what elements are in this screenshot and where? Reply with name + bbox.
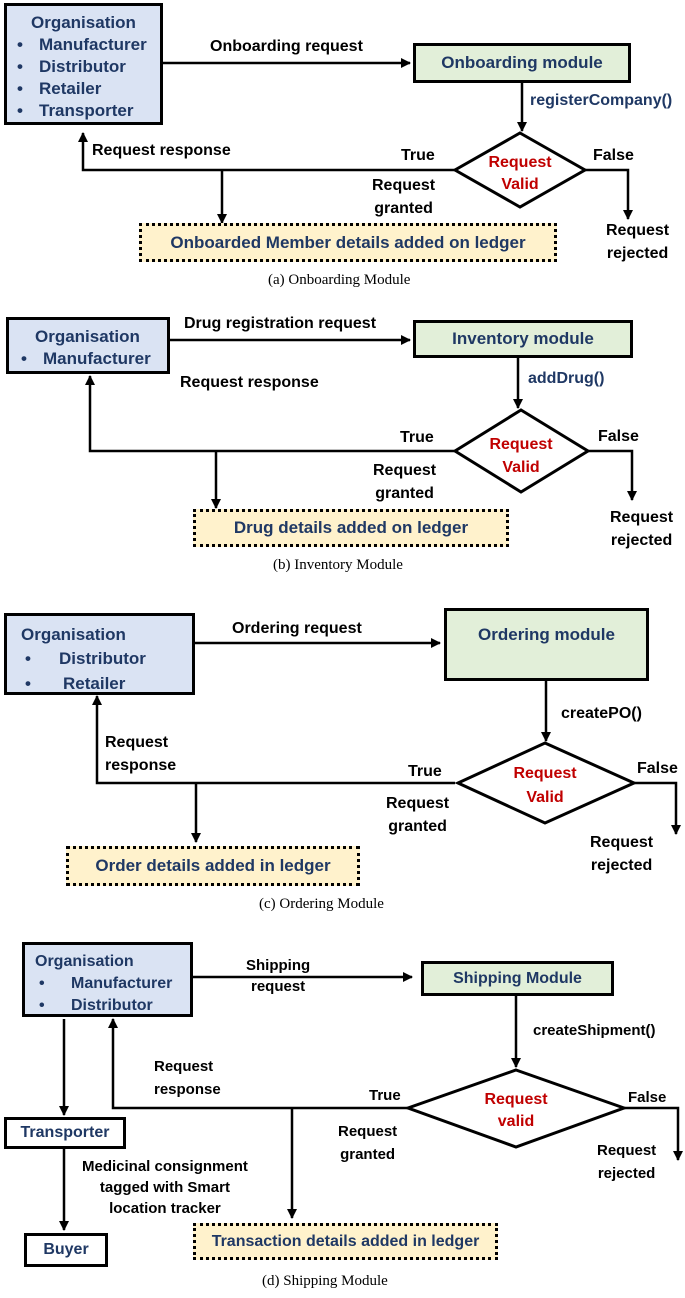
true-label: True bbox=[369, 1087, 401, 1104]
organisation-title: Organisation bbox=[21, 625, 126, 644]
org-item: •Manufacturer bbox=[21, 349, 151, 368]
function-label: createPO() bbox=[561, 705, 642, 722]
org-item: •Transporter bbox=[17, 101, 134, 120]
org-item: •Distributor bbox=[39, 997, 153, 1014]
decision-diamond bbox=[451, 131, 589, 209]
panel-a-connectors: Request Valid bbox=[78, 58, 633, 224]
ledger-box: Onboarded Member details added on ledger bbox=[139, 223, 557, 262]
ledger-box: Drug details added on ledger bbox=[193, 509, 509, 547]
caption: (a) Onboarding Module bbox=[268, 272, 411, 288]
response-label: Request response bbox=[92, 142, 231, 159]
request-label: Drug registration request bbox=[184, 315, 377, 332]
org-item: •Manufacturer bbox=[17, 35, 147, 54]
true-label: True bbox=[401, 147, 435, 164]
decision-diamond bbox=[452, 408, 591, 494]
org-item: •Retailer bbox=[25, 674, 126, 693]
organisation-box: Organisation •Manufacturer bbox=[6, 317, 170, 374]
org-item: •Retailer bbox=[17, 79, 102, 98]
organisation-box: Organisation •Manufacturer •Distributor … bbox=[4, 3, 163, 125]
diamond-text: Request bbox=[488, 154, 552, 171]
diamond-text: Valid bbox=[501, 176, 538, 193]
ledger-box: Transaction details added in ledger bbox=[193, 1223, 498, 1260]
function-label: registerCompany() bbox=[530, 92, 673, 109]
diamond-text: Request bbox=[484, 1091, 548, 1108]
organisation-box: Organisation •Manufacturer •Distributor bbox=[22, 942, 193, 1017]
module-box: Onboarding module bbox=[413, 43, 631, 83]
organisation-box: Organisation •Distributor •Retailer bbox=[4, 613, 195, 695]
function-label: createShipment() bbox=[533, 1022, 656, 1039]
diamond-text: Request bbox=[489, 436, 553, 453]
false-label: False bbox=[628, 1089, 667, 1106]
panel-b-connectors: Request Valid bbox=[85, 335, 637, 509]
response-label: Request response bbox=[180, 374, 319, 391]
organisation-title: Organisation bbox=[31, 13, 136, 32]
false-label: False bbox=[637, 760, 678, 777]
org-item: •Distributor bbox=[17, 57, 126, 76]
caption: (b) Inventory Module bbox=[273, 557, 403, 573]
function-label: addDrug() bbox=[528, 370, 605, 387]
caption: (d) Shipping Module bbox=[262, 1273, 388, 1289]
module-box: Ordering module bbox=[444, 608, 649, 681]
diamond-text: Valid bbox=[502, 459, 539, 476]
organisation-title: Organisation bbox=[35, 327, 140, 346]
ledger-box: Order details added in ledger bbox=[66, 846, 360, 886]
transporter-box: Transporter bbox=[4, 1117, 126, 1149]
decision-diamond bbox=[403, 1068, 629, 1149]
panel-d-connectors: Request valid bbox=[59, 972, 683, 1231]
buyer-box: Buyer bbox=[24, 1233, 108, 1267]
org-item: •Manufacturer bbox=[39, 975, 173, 992]
module-box: Shipping Module bbox=[421, 961, 614, 996]
request-label: Onboarding request bbox=[210, 38, 363, 55]
caption: (c) Ordering Module bbox=[259, 896, 384, 912]
false-label: False bbox=[598, 428, 639, 445]
panel-c-connectors: Request Valid bbox=[92, 638, 681, 843]
decision-diamond bbox=[454, 741, 638, 825]
true-label: True bbox=[400, 429, 434, 446]
module-box: Inventory module bbox=[413, 320, 633, 358]
true-label: True bbox=[408, 763, 442, 780]
diamond-text: Valid bbox=[526, 789, 563, 806]
false-label: False bbox=[593, 147, 634, 164]
diamond-text: Request bbox=[513, 765, 577, 782]
organisation-title: Organisation bbox=[35, 953, 134, 970]
diamond-text: valid bbox=[498, 1113, 534, 1130]
request-label: Ordering request bbox=[232, 620, 362, 637]
org-item: •Distributor bbox=[25, 649, 146, 668]
